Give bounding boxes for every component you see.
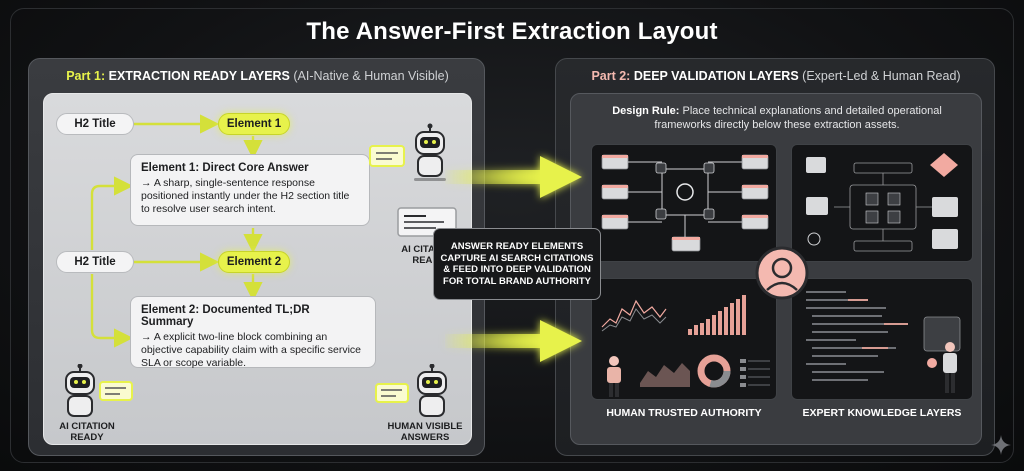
card-body: → A sharp, single-sentence response posi… — [141, 177, 350, 215]
robot-label-bottom-right: HUMAN VISIBLE ANSWERS — [387, 421, 463, 443]
page-title: The Answer-First Extraction Layout — [306, 18, 718, 45]
analytics-charts-tile — [591, 278, 777, 400]
robot-label-top: AI CITATION READY — [401, 244, 457, 266]
extraction-panel: Part 1: EXTRACTION READY LAYERS (AI-Nati… — [28, 58, 485, 456]
robot-icon — [65, 364, 133, 417]
validation-inner-board: Design Rule: Place technical explanation… — [570, 93, 982, 445]
element-1-pill: Element 1 — [218, 113, 290, 135]
card-body: → A explicit two-line block combining an… — [141, 331, 362, 369]
robot-icon — [369, 123, 446, 181]
element-2-pill: Element 2 — [218, 251, 290, 273]
connector-lines — [90, 114, 263, 348]
tile-label-human-trusted: HUMAN TRUSTED AUTHORITY — [606, 407, 762, 419]
design-rule: Design Rule: Place technical explanation… — [591, 104, 963, 132]
architecture-tile — [791, 144, 973, 262]
extraction-inner-board: H2 Title Element 1 Element 1: Direct Cor… — [43, 93, 472, 445]
heading-text: EXTRACTION READY LAYERS — [108, 69, 290, 83]
validation-panel: Part 2: DEEP VALIDATION LAYERS (Expert-L… — [555, 58, 995, 456]
validation-panel-heading: Part 2: DEEP VALIDATION LAYERS (Expert-L… — [556, 69, 996, 83]
outer-frame — [10, 8, 1014, 463]
code-listing-tile — [791, 278, 973, 400]
sparkle-icon — [991, 435, 1011, 455]
flow-diagram-graphic — [601, 154, 769, 252]
analytics-charts-graphic — [601, 295, 770, 397]
card-title: Element 1: Direct Core Answer — [141, 162, 309, 174]
architecture-graphic — [806, 153, 958, 252]
card-title: Element 2: Documented TL;DR Summary — [141, 304, 310, 328]
subheading-text: (AI-Native & Human Visible) — [293, 69, 449, 83]
h2-title-pill-2: H2 Title — [56, 251, 134, 273]
design-rule-text: Place technical explanations and detaile… — [654, 105, 942, 131]
card-direct-core-answer: Element 1: Direct Core Answer → A sharp,… — [130, 154, 370, 226]
robot-label-bottom-left: AI CITATION READY — [59, 421, 115, 443]
part-label: Part 2: — [591, 69, 631, 83]
part-label: Part 1: — [66, 69, 106, 83]
expert-avatar — [755, 246, 809, 300]
answer-ready-callout: ANSWER READY ELEMENTS CAPTURE AI SEARCH … — [433, 228, 601, 300]
subheading-text: (Expert-Led & Human Read) — [802, 69, 961, 83]
extraction-panel-heading: Part 1: EXTRACTION READY LAYERS (AI-Nati… — [29, 69, 486, 83]
robot-icon — [375, 364, 447, 417]
flow-diagram-tile — [591, 144, 777, 262]
tile-label-expert-knowledge: EXPERT KNOWLEDGE LAYERS — [802, 407, 962, 419]
card-tldr-summary: Element 2: Documented TL;DR Summary → A … — [130, 296, 376, 369]
design-rule-label: Design Rule: — [612, 105, 680, 117]
heading-text: DEEP VALIDATION LAYERS — [633, 69, 799, 83]
h2-title-pill-1: H2 Title — [56, 113, 134, 135]
code-listing-graphic — [806, 291, 961, 393]
